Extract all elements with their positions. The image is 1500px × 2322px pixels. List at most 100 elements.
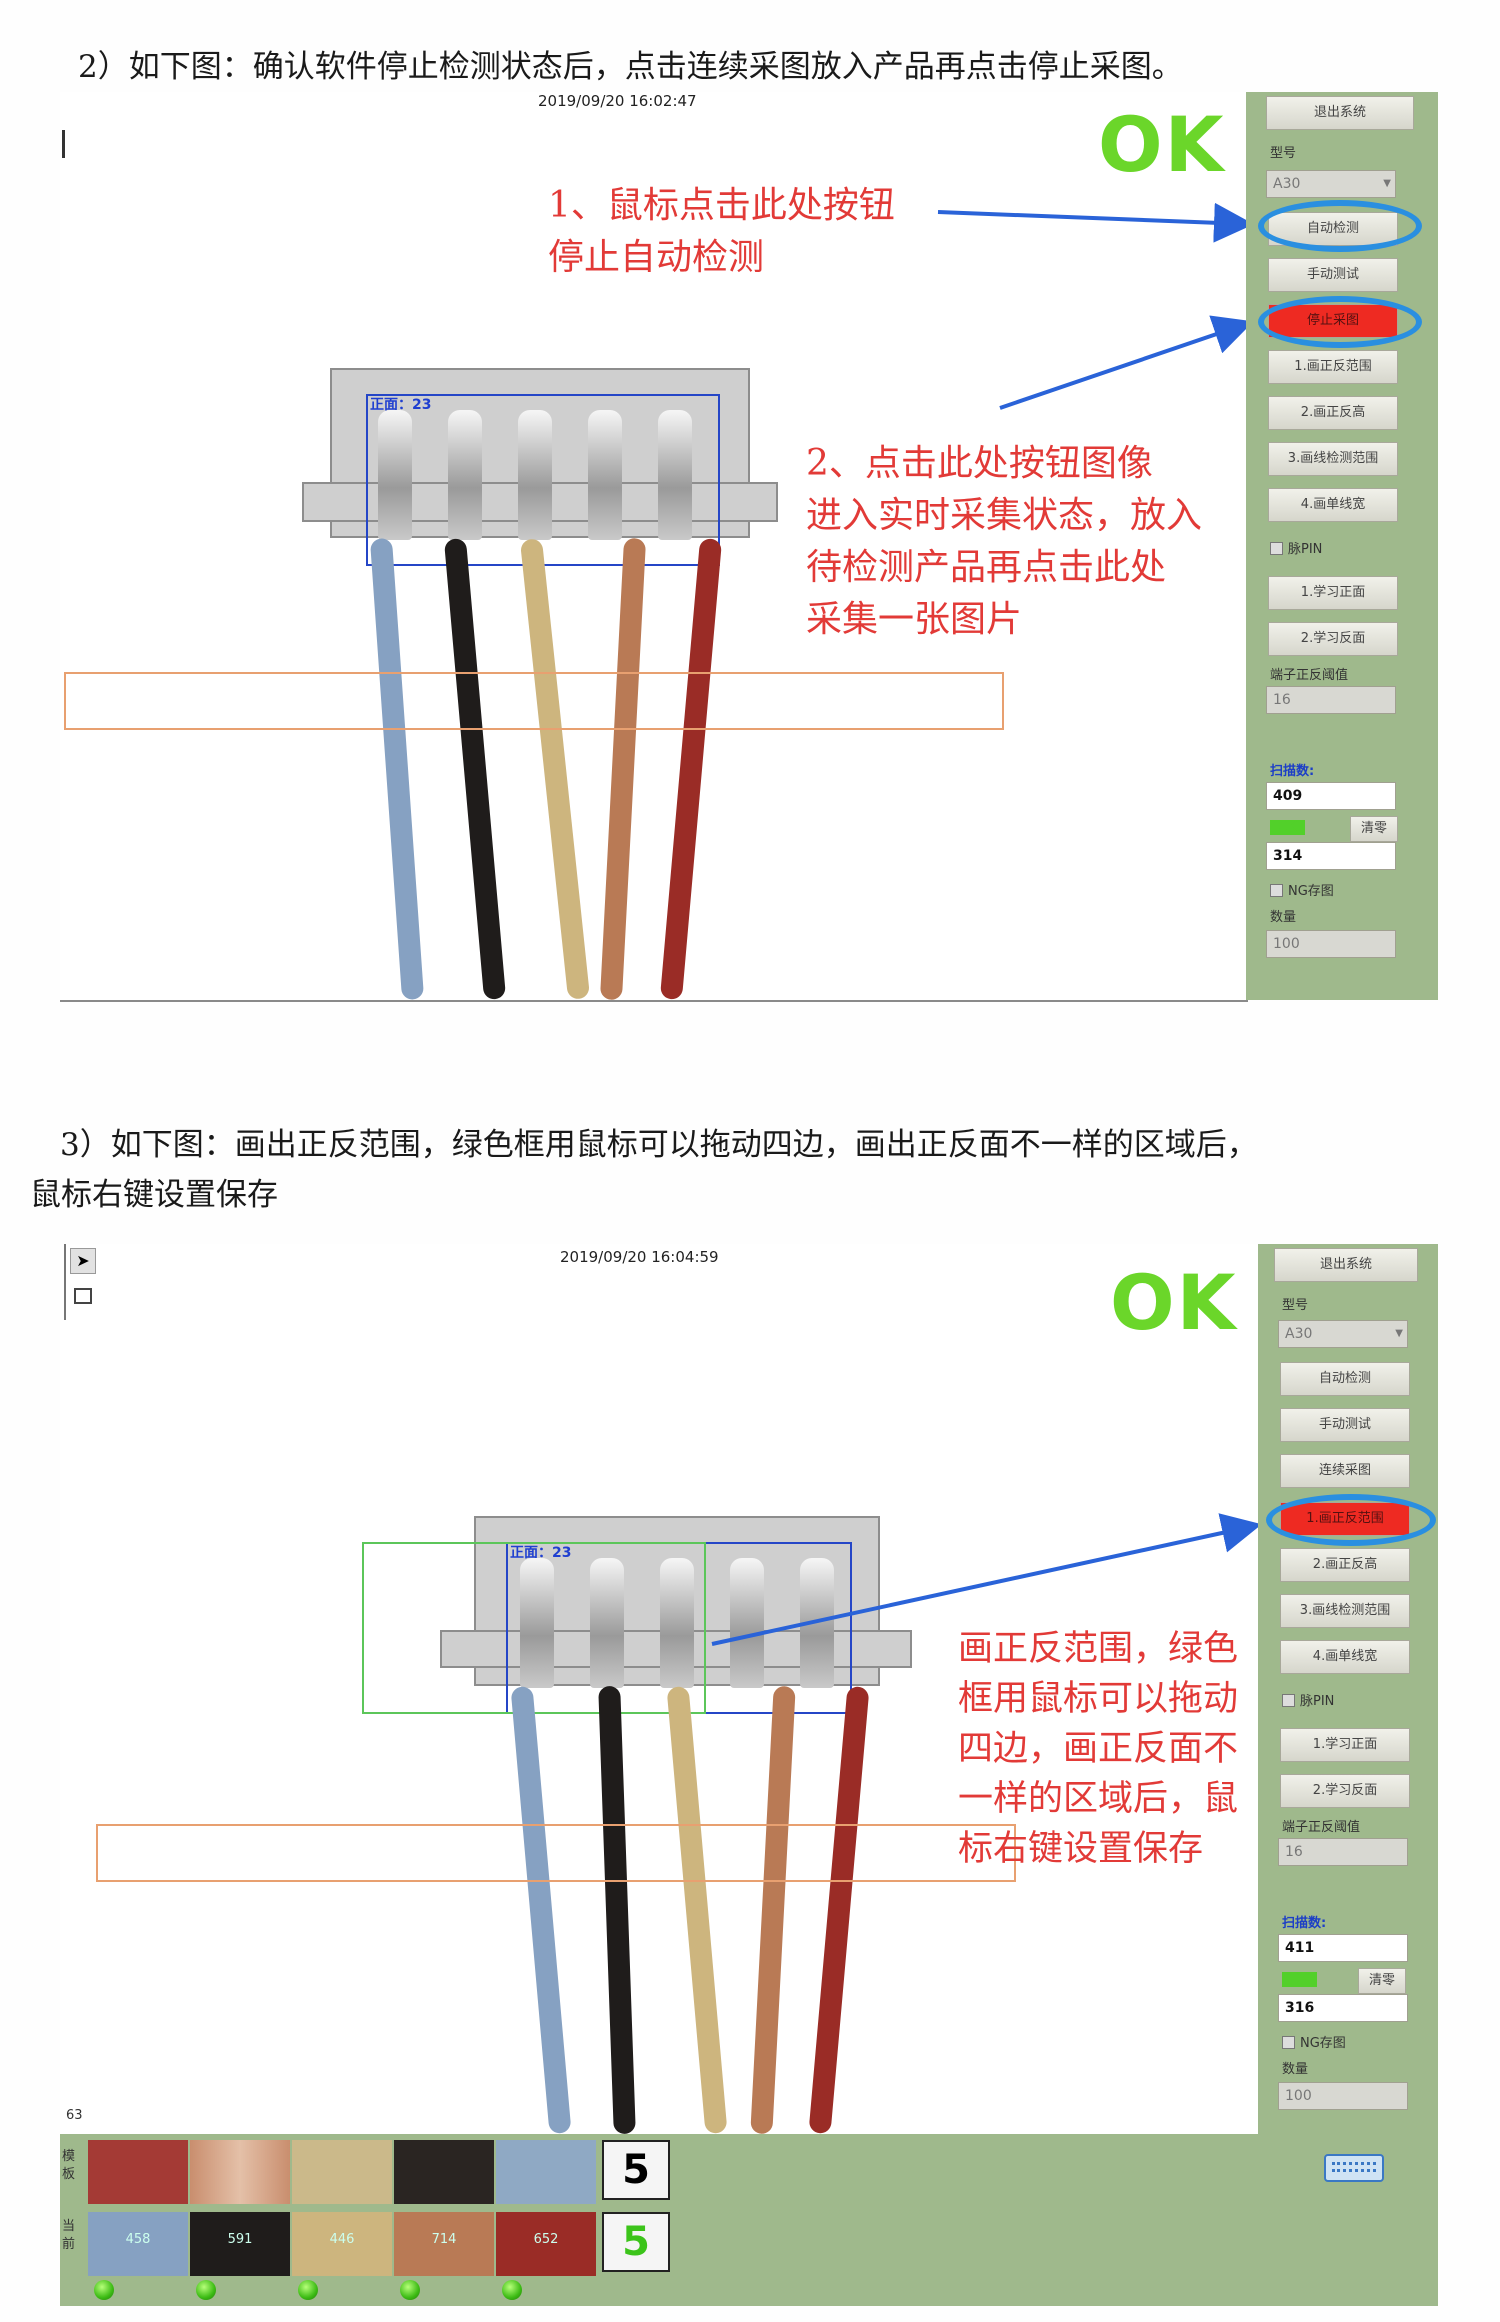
annotation-line: 四边，画正反面不 <box>958 1729 1239 1769</box>
tool-palette: ➤ <box>64 1244 98 1320</box>
current-swatch: 652 <box>496 2212 596 2276</box>
quantity-input[interactable]: 100 <box>1278 2082 1408 2110</box>
line-roi-box <box>96 1824 1016 1882</box>
pin-checkbox-label: 脉PIN <box>1288 542 1323 557</box>
annotation-line: 采集一张图片 <box>806 599 1023 640</box>
timestamp: 2019/09/20 16:02:47 <box>538 92 697 110</box>
arrow-to-auto-detect <box>937 202 1254 243</box>
draw-line-range-button[interactable]: 3.画线检测范围 <box>1280 1594 1410 1628</box>
terminal-pin <box>658 410 692 540</box>
camera-view: 2019/09/20 16:04:59 ➤ OK 正面：23 画正反范围，绿色 … <box>60 1244 1258 2135</box>
scan-count-label: 扫描数: <box>1282 1916 1327 1931</box>
pin-checkbox[interactable] <box>1270 542 1283 555</box>
screenshot-draw-range: 2019/09/20 16:04:59 ➤ OK 正面：23 画正反范围，绿色 … <box>60 1244 1438 2314</box>
current-swatch: 714 <box>394 2212 494 2276</box>
annotation-stop-detection: 1、鼠标点击此处按钮 停止自动检测 <box>548 180 895 284</box>
manual-test-button[interactable]: 手动测试 <box>1280 1408 1410 1442</box>
ok-status: OK <box>1098 100 1226 189</box>
quantity-input[interactable]: 100 <box>1266 930 1396 958</box>
model-label: 型号 <box>1282 1298 1309 1313</box>
chevron-down-icon: ▼ <box>1383 178 1391 189</box>
ng-save-label: NG存图 <box>1288 884 1334 899</box>
learn-back-button[interactable]: 2.学习反面 <box>1268 622 1398 656</box>
template-swatch <box>88 2140 188 2204</box>
ok-count-label: OK <box>1270 820 1305 835</box>
annotation-stop-capture: 2、点击此处按钮图像 进入实时采集状态，放入 待检测产品再点击此处 采集一张图片 <box>806 438 1202 646</box>
step2-instruction: 2）如下图：确认软件停止检测状态后，点击连续采图放入产品再点击停止采图。 <box>78 49 1183 85</box>
draw-line-width-button[interactable]: 4.画单线宽 <box>1268 488 1398 522</box>
ok-status: OK <box>1110 1258 1238 1347</box>
line-roi-box <box>64 672 1004 730</box>
rectangle-tool-icon[interactable] <box>74 1288 92 1304</box>
overlay-label: 正面：23 <box>510 1545 572 1561</box>
current-swatch: 446 <box>292 2212 392 2276</box>
draw-line-width-button[interactable]: 4.画单线宽 <box>1280 1640 1410 1674</box>
ng-save-checkbox[interactable] <box>1282 2036 1295 2049</box>
screenshot-stop-capture: 2019/09/20 16:02:47 OK 正面：23 1、鼠标点击此处按钮 … <box>60 92 1438 1004</box>
clear-button[interactable]: 清零 <box>1358 1968 1406 1994</box>
frame-counter: 63 <box>66 2108 83 2123</box>
template-count: 5 <box>602 2140 670 2200</box>
template-swatch <box>394 2140 494 2204</box>
quantity-label: 数量 <box>1270 910 1297 925</box>
annotation-line: 框用鼠标可以拖动 <box>958 1679 1239 1719</box>
current-value: 446 <box>329 2232 355 2247</box>
overlay-label: 正面：23 <box>370 397 432 413</box>
annotation-line: 一样的区域后，鼠 <box>958 1779 1239 1819</box>
annotation-line: 停止自动检测 <box>548 237 765 278</box>
draw-line-range-button[interactable]: 3.画线检测范围 <box>1268 442 1398 476</box>
template-swatch <box>190 2140 290 2204</box>
pin-checkbox[interactable] <box>1282 1694 1295 1707</box>
current-count: 5 <box>602 2212 670 2272</box>
model-value: A30 <box>1273 176 1301 192</box>
highlight-draw-range <box>1266 1494 1436 1546</box>
draw-front-back-range-button[interactable]: 1.画正反范围 <box>1268 350 1398 384</box>
arrow-to-stop-capture <box>999 315 1254 410</box>
auto-detect-button[interactable]: 自动检测 <box>1280 1362 1410 1396</box>
threshold-input[interactable]: 16 <box>1278 1838 1408 1866</box>
annotation-line: 待检测产品再点击此处 <box>806 547 1167 588</box>
scan-count-value: 411 <box>1278 1934 1408 1962</box>
annotation-draw-range: 画正反范围，绿色 框用鼠标可以拖动 四边，画正反面不 一样的区域后，鼠 标右键设… <box>958 1624 1238 1874</box>
learn-back-button[interactable]: 2.学习反面 <box>1280 1774 1410 1808</box>
threshold-input[interactable]: 16 <box>1266 686 1396 714</box>
terminal-pin <box>378 410 412 540</box>
annotation-line: 2、点击此处按钮图像 <box>806 443 1153 484</box>
ok-count-value: 316 <box>1278 1994 1408 2022</box>
chevron-down-icon: ▼ <box>1395 1328 1403 1339</box>
manual-test-button[interactable]: 手动测试 <box>1268 258 1398 292</box>
model-select[interactable]: A30 ▼ <box>1266 170 1396 198</box>
model-select[interactable]: A30▼ <box>1278 1320 1408 1348</box>
exit-button[interactable]: 退出系统 <box>1274 1248 1418 1282</box>
clear-button[interactable]: 清零 <box>1350 816 1398 842</box>
template-swatch <box>496 2140 596 2204</box>
model-label: 型号 <box>1270 146 1297 161</box>
ok-count-value: 314 <box>1266 842 1396 870</box>
template-swatch <box>292 2140 392 2204</box>
camera-view: 2019/09/20 16:02:47 OK 正面：23 1、鼠标点击此处按钮 … <box>60 92 1248 1002</box>
quantity-label: 数量 <box>1282 2062 1309 2077</box>
instruction-line: 鼠标右键设置保存 <box>30 1177 278 1213</box>
terminal-pin <box>660 1558 694 1688</box>
annotation-line: 进入实时采集状态，放入 <box>806 495 1203 536</box>
learn-front-button[interactable]: 1.学习正面 <box>1280 1728 1410 1762</box>
threshold-label: 端子正反阈值 <box>1270 668 1349 683</box>
ng-save-checkbox[interactable] <box>1270 884 1283 897</box>
swatch-panel: 模板 当前 5 458 591 446 714 652 5 <box>60 2134 1258 2306</box>
pointer-tool-icon[interactable]: ➤ <box>70 1248 96 1274</box>
scan-count-label: 扫描数: <box>1270 764 1315 779</box>
exit-button[interactable]: 退出系统 <box>1266 96 1414 130</box>
instruction-line: 3）如下图：画出正反范围，绿色框用鼠标可以拖动四边，画出正反面不一样的区域后， <box>60 1127 1258 1163</box>
continuous-capture-button[interactable]: 连续采图 <box>1280 1454 1410 1488</box>
threshold-label: 端子正反阈值 <box>1282 1820 1361 1835</box>
control-sidebar: 退出系统 型号 A30▼ 自动检测 手动测试 连续采图 1.画正反范围 2.画正… <box>1258 1244 1438 2306</box>
timestamp: 2019/09/20 16:04:59 <box>560 1248 719 1266</box>
terminal-pin <box>590 1558 624 1688</box>
ng-save-label: NG存图 <box>1300 2036 1346 2051</box>
draw-front-back-height-button[interactable]: 2.画正反高 <box>1268 396 1398 430</box>
terminal-pin <box>448 410 482 540</box>
keyboard-icon[interactable] <box>1324 2154 1384 2182</box>
current-value: 714 <box>431 2232 457 2247</box>
draw-front-back-height-button[interactable]: 2.画正反高 <box>1280 1548 1410 1582</box>
learn-front-button[interactable]: 1.学习正面 <box>1268 576 1398 610</box>
